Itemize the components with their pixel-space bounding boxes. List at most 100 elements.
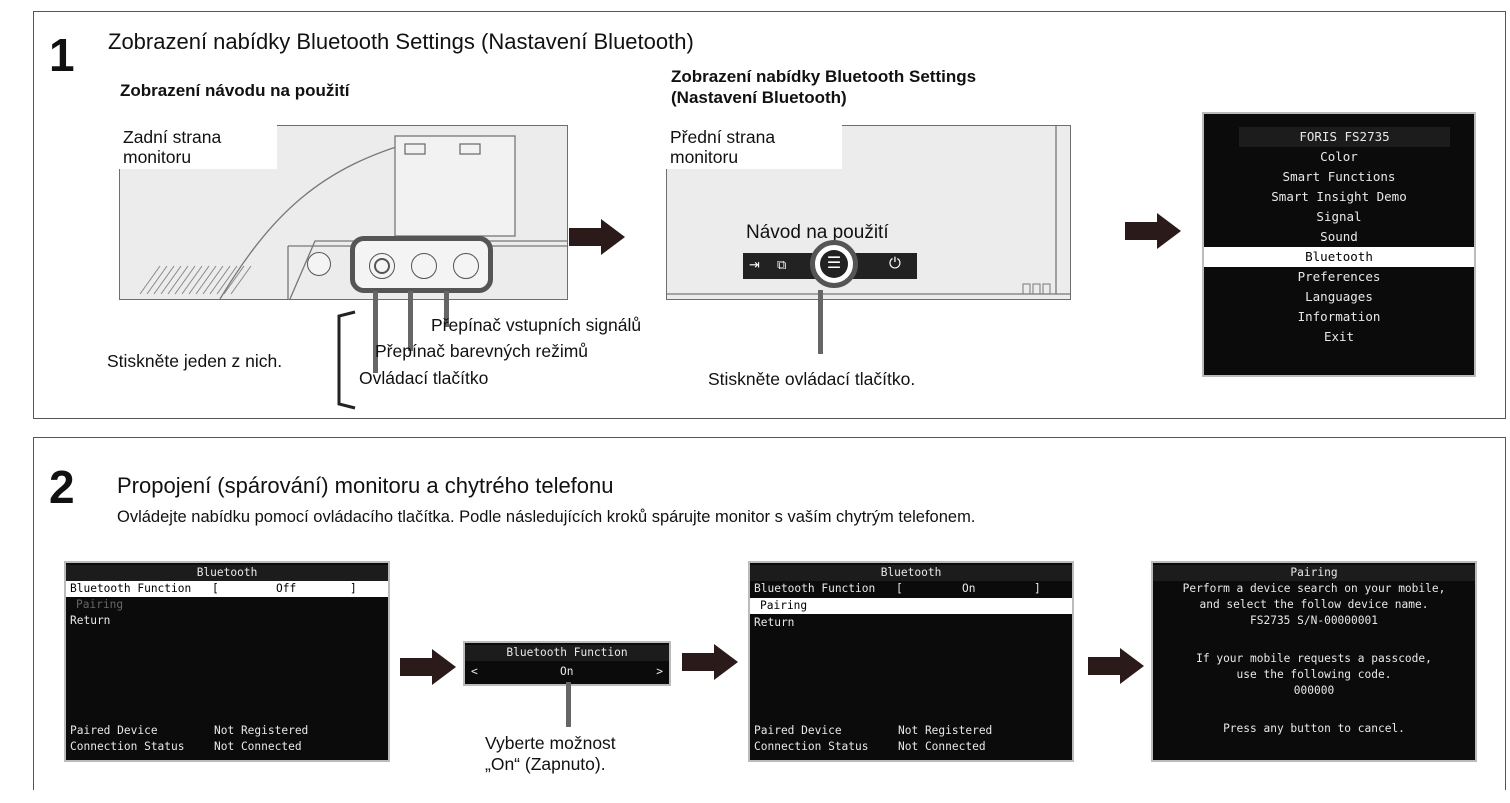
bt-connection-row: Connection Status Not Connected bbox=[750, 739, 1072, 755]
callout-line-selector bbox=[566, 682, 571, 727]
bt-return-item[interactable]: Return bbox=[70, 614, 111, 627]
front-monitor-outline bbox=[667, 126, 1070, 295]
osd-menu-item-information[interactable]: Information bbox=[1297, 309, 1381, 324]
rear-button-group bbox=[350, 236, 493, 293]
osd-menu-item-exit[interactable]: Exit bbox=[1323, 329, 1355, 344]
rear-monitor-outline bbox=[139, 135, 567, 299]
select-caption-line2: „On“ (Zapnuto). bbox=[485, 754, 606, 774]
press-control-label: Stiskněte ovládací tlačítko. bbox=[708, 369, 916, 389]
rear-blank-button[interactable] bbox=[307, 252, 331, 276]
press-one-label: Stiskněte jeden z nich. bbox=[107, 351, 283, 371]
step2-title: Propojení (spárování) monitoru a chytréh… bbox=[117, 473, 614, 498]
step1-right-subtitle-line1: Zobrazení nabídky Bluetooth Settings bbox=[671, 67, 977, 86]
pairing-line4: If your mobile requests a passcode, bbox=[1196, 652, 1432, 665]
bt-connection-value: Not Connected bbox=[898, 740, 986, 753]
bluetooth-screen-off: Bluetooth Bluetooth Function [ Off ] Pai… bbox=[64, 561, 390, 762]
callout-line-input bbox=[444, 291, 449, 327]
bt-bracket-open: [ bbox=[896, 582, 903, 595]
step2-number: 2 bbox=[49, 461, 75, 513]
pairing-cancel-hint: Press any button to cancel. bbox=[1223, 722, 1405, 735]
bt-function-row[interactable]: Bluetooth Function [ Off ] bbox=[66, 581, 388, 597]
menu-icon: ☰ bbox=[820, 250, 848, 278]
bt-paired-device-value: Not Registered bbox=[898, 724, 993, 737]
bt-paired-device-row: Paired Device Not Registered bbox=[66, 723, 388, 739]
step1-number: 1 bbox=[49, 29, 75, 81]
arrow-right-icon bbox=[1125, 213, 1181, 249]
arrow-right-icon bbox=[569, 219, 625, 255]
power-icon[interactable]: ⏻ bbox=[889, 255, 901, 272]
bt-function-row[interactable]: Bluetooth Function [ On ] bbox=[750, 581, 1072, 597]
control-button-front[interactable]: ☰ bbox=[810, 240, 858, 288]
front-label-line1: Přední strana bbox=[670, 127, 776, 147]
bt-return-item[interactable]: Return bbox=[754, 616, 795, 629]
selector-value-row[interactable]: < On > bbox=[465, 664, 669, 680]
rear-monitor-diagram: Zadní strana monitoru bbox=[119, 125, 568, 300]
bt-function-value: Off bbox=[276, 582, 297, 595]
front-label: Přední strana monitoru bbox=[666, 125, 842, 169]
bt-connection-value: Not Connected bbox=[214, 740, 302, 753]
bt-connection-label: Connection Status bbox=[70, 740, 185, 753]
selector-value: On bbox=[560, 665, 574, 678]
arrow-right-icon bbox=[682, 644, 738, 680]
front-label-line2: monitoru bbox=[670, 147, 739, 167]
osd-menu-item-bluetooth[interactable]: Bluetooth bbox=[1204, 247, 1474, 267]
bracket-icon bbox=[337, 310, 356, 410]
bt-pairing-item[interactable]: Pairing bbox=[750, 598, 1072, 614]
osd-menu-item-sound[interactable]: Sound bbox=[1320, 229, 1358, 244]
selector-right-arrow[interactable]: > bbox=[656, 665, 663, 678]
osd-menu-item-color[interactable]: Color bbox=[1320, 149, 1358, 164]
bt-pairing-label: Pairing bbox=[760, 599, 808, 612]
bt-bracket-open: [ bbox=[212, 582, 219, 595]
callout-input-label: Přepínač vstupních signálů bbox=[431, 315, 642, 335]
osd-menu-item-preferences[interactable]: Preferences bbox=[1297, 269, 1381, 284]
selector-left-arrow[interactable]: < bbox=[471, 665, 478, 678]
bt-paired-device-label: Paired Device bbox=[754, 724, 842, 737]
bt-bracket-close: ] bbox=[350, 582, 357, 595]
osd-menu-item-smart-insight-demo[interactable]: Smart Insight Demo bbox=[1271, 189, 1407, 204]
pairing-line5: use the following code. bbox=[1236, 668, 1392, 681]
step1-panel: 1 Zobrazení nabídky Bluetooth Settings (… bbox=[33, 11, 1506, 419]
rear-label-line2: monitoru bbox=[123, 147, 192, 167]
osd-menu-item-smart-functions[interactable]: Smart Functions bbox=[1282, 169, 1396, 184]
bt-pairing-item: Pairing bbox=[76, 598, 124, 611]
callout-line-control bbox=[373, 291, 378, 373]
color-mode-button[interactable] bbox=[411, 253, 437, 279]
osd-menu-item-languages[interactable]: Languages bbox=[1305, 289, 1373, 304]
bt-bracket-close: ] bbox=[1034, 582, 1041, 595]
bt-connection-row: Connection Status Not Connected bbox=[66, 739, 388, 755]
step1-left-subtitle: Zobrazení návodu na použití bbox=[120, 81, 350, 100]
pairing-line1: Perform a device search on your mobile, bbox=[1182, 582, 1446, 595]
guide-label: Návod na použití bbox=[746, 222, 889, 243]
bt-title: Bluetooth bbox=[750, 565, 1072, 581]
pairing-passcode: 000000 bbox=[1293, 684, 1335, 697]
pairing-screen: Pairing Perform a device search on your … bbox=[1151, 561, 1477, 762]
control-button-inner-icon bbox=[374, 258, 390, 274]
bt-function-value: On bbox=[962, 582, 976, 595]
osd-menu-title: FORIS FS2735 bbox=[1239, 127, 1450, 147]
bluetooth-screen-on: Bluetooth Bluetooth Function [ On ] Pair… bbox=[748, 561, 1074, 762]
bt-function-label: Bluetooth Function bbox=[70, 582, 192, 595]
osd-menu-item-signal[interactable]: Signal bbox=[1316, 209, 1362, 224]
bluetooth-function-selector: Bluetooth Function < On > bbox=[463, 641, 671, 686]
pairing-title: Pairing bbox=[1153, 565, 1475, 581]
rear-label: Zadní strana monitoru bbox=[119, 125, 277, 169]
callout-line-color bbox=[408, 291, 413, 351]
step2-subtitle: Ovládejte nabídku pomocí ovládacího tlač… bbox=[117, 508, 976, 526]
bt-paired-device-value: Not Registered bbox=[214, 724, 309, 737]
selector-title: Bluetooth Function bbox=[465, 645, 669, 661]
callout-line-front-control bbox=[818, 290, 823, 354]
pairing-device-name: FS2735 S/N-00000001 bbox=[1250, 614, 1378, 627]
bt-function-label: Bluetooth Function bbox=[754, 582, 876, 595]
bt-title: Bluetooth bbox=[66, 565, 388, 581]
input-signal-button[interactable] bbox=[453, 253, 479, 279]
arrow-right-icon bbox=[400, 649, 456, 685]
rear-label-line1: Zadní strana bbox=[123, 127, 222, 147]
step1-right-subtitle-line2: (Nastavení Bluetooth) bbox=[671, 88, 847, 107]
callout-control-label: Ovládací tlačítko bbox=[359, 368, 489, 388]
color-mode-icon[interactable]: ⧉ bbox=[777, 257, 787, 272]
select-caption-line1: Vyberte možnost bbox=[485, 733, 616, 753]
osd-main-menu: FORIS FS2735 Color Smart Functions Smart… bbox=[1202, 112, 1476, 377]
front-monitor-diagram: Přední strana monitoru Návod na použití … bbox=[666, 125, 1071, 300]
arrow-right-icon bbox=[1088, 648, 1144, 684]
input-switch-icon[interactable]: ⇥ bbox=[749, 257, 760, 272]
